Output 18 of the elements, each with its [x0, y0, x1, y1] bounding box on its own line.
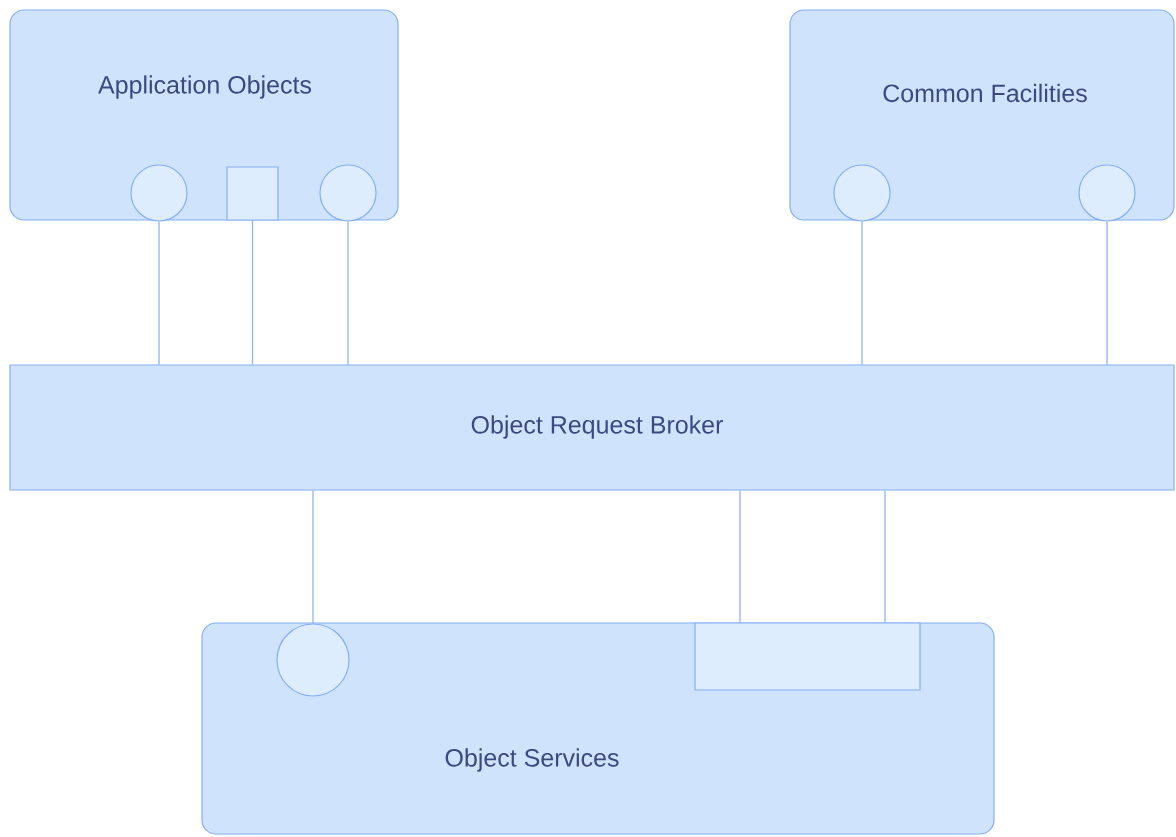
component-box: Common Facilities — [789, 9, 1175, 221]
port-circle — [1078, 164, 1136, 222]
connector-line — [312, 489, 314, 624]
port-box — [694, 622, 921, 691]
connector-line — [347, 221, 349, 365]
connector-line — [739, 489, 741, 623]
connector-line — [884, 489, 886, 623]
port-circle — [319, 164, 377, 222]
port-circle — [833, 164, 891, 222]
component-box: Application Objects — [9, 9, 399, 221]
port-circle — [276, 623, 350, 697]
port-box — [226, 166, 279, 221]
connector-line — [251, 220, 254, 365]
broker-bar: Object Request Broker — [9, 364, 1175, 491]
connector-line — [1106, 221, 1108, 365]
connector-line — [861, 221, 863, 365]
connector-line — [158, 221, 160, 365]
port-circle — [130, 164, 188, 222]
